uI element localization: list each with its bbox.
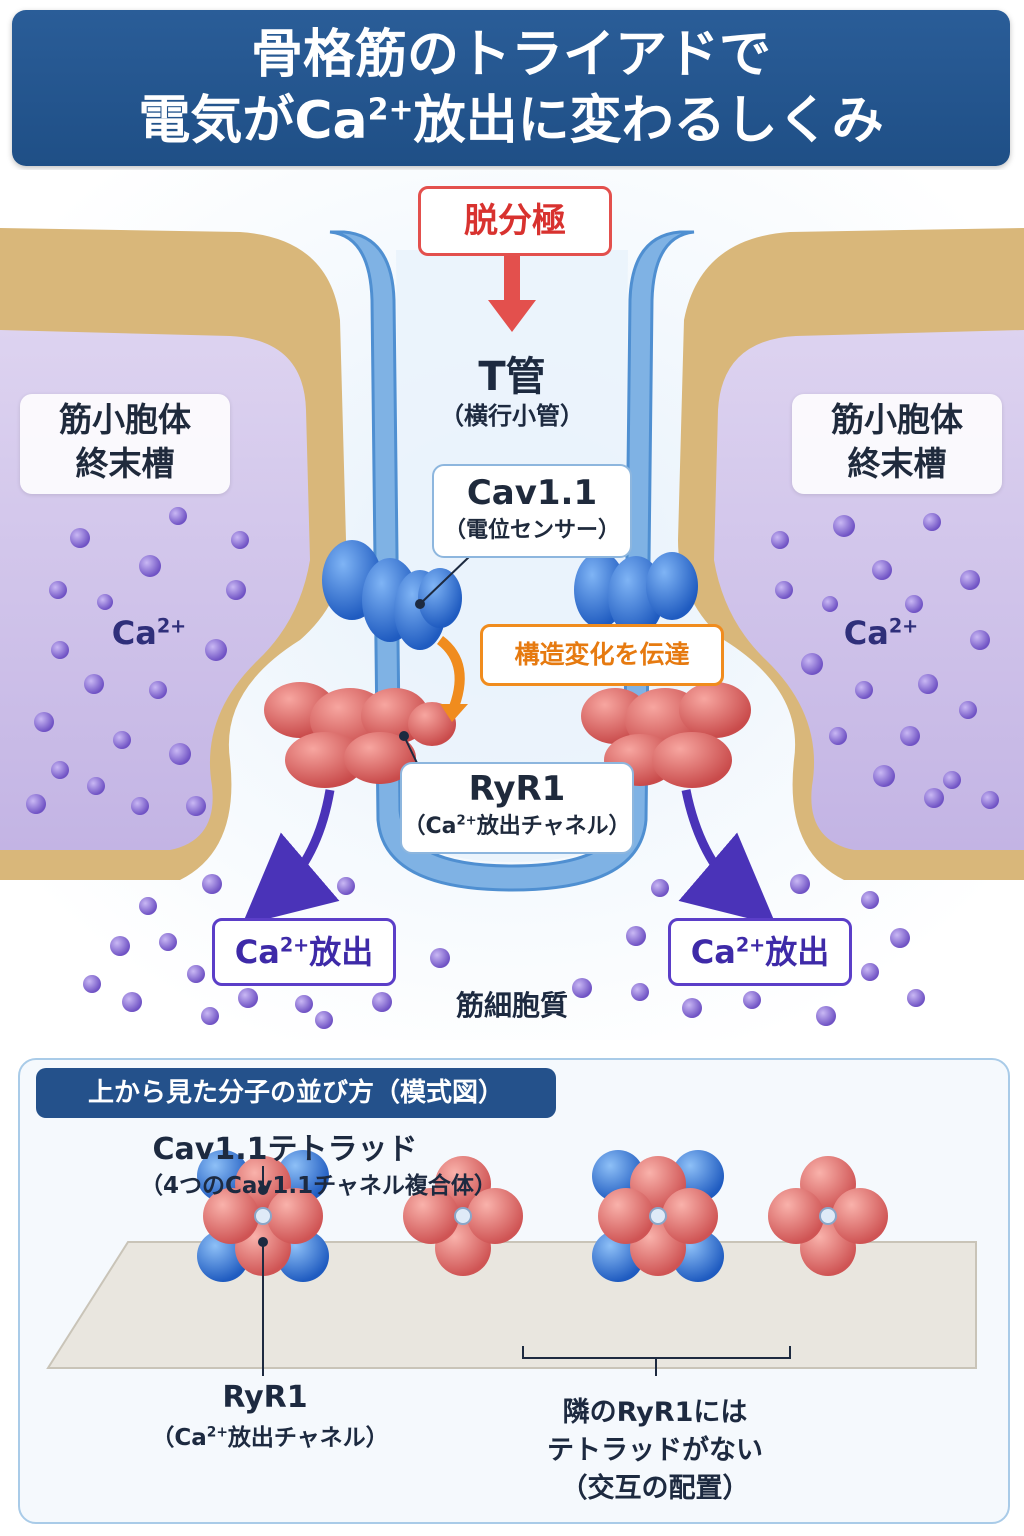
t-tubule-title: T管 [478, 354, 546, 400]
cytoplasm-label: 筋細胞質 [455, 989, 568, 1022]
ca-label-right: Ca2+ [843, 614, 919, 652]
ryr-title: RyR1 [468, 769, 566, 809]
tetrad-pointer-dot [258, 1185, 268, 1195]
release-arrow-right [678, 789, 777, 926]
cav-callout: Cav1.1 （電位センサー） [432, 464, 632, 558]
title-line-1: 骨格筋のトライアドで [250, 25, 771, 85]
note-line1: 隣のRyR1には [562, 1397, 748, 1428]
tetrad-title: Cav1.1テトラッド [152, 1132, 418, 1167]
ryr-pointer-dot [399, 731, 409, 741]
note-bracket [522, 1346, 791, 1376]
ryr-bottom-pointer-dot [258, 1237, 268, 1247]
cav-pointer-dot [415, 599, 425, 609]
bottom-ryr-subtitle: （Ca2+放出チャネル） [151, 1424, 389, 1451]
ryr-callout: RyR1 （Ca2+放出チャネル） [400, 762, 634, 854]
transmit-arrow-head [440, 704, 468, 722]
ryr-only-unit-2 [768, 1156, 888, 1276]
transmit-arrow [436, 636, 465, 714]
sr-left-label: 筋小胞体 終末槽 [20, 394, 230, 494]
top-view-header: 上から見た分子の並び方（模式図） [36, 1068, 556, 1118]
cav-cluster-left [322, 540, 462, 650]
top-view-diagram [46, 1150, 977, 1376]
release-label-right: Ca2+放出 [668, 918, 852, 986]
bottom-ryr-title: RyR1 [222, 1380, 308, 1415]
t-tubule-subtitle: （横行小管） [440, 402, 584, 430]
sr-right-line1: 筋小胞体 [831, 400, 963, 439]
sr-left-line1: 筋小胞体 [59, 400, 191, 439]
title-banner: 骨格筋のトライアドで 電気がCa2+放出に変わるしくみ [12, 10, 1010, 166]
triad-diagram [0, 170, 1024, 1040]
transmit-label: 構造変化を伝達 [480, 624, 724, 686]
ca-ions-left [26, 507, 249, 816]
ryr-subtitle: （Ca2+放出チャネル） [403, 813, 631, 839]
tetrad-unit-2 [592, 1150, 724, 1282]
ryr-cluster-left [264, 682, 456, 788]
ca-ions-cytoplasm [83, 874, 925, 1029]
sr-right-line2: 終末槽 [847, 444, 947, 483]
title-line-2: 電気がCa2+放出に変わるしくみ [138, 91, 884, 151]
depolarization-label: 脱分極 [418, 186, 612, 256]
sr-right-label: 筋小胞体 終末槽 [792, 394, 1002, 494]
cav-title: Cav1.1 [466, 473, 598, 513]
cav-cluster-right [574, 552, 698, 636]
ca-label-left: Ca2+ [111, 614, 187, 652]
ca-ions-right [771, 513, 999, 809]
alternation-note: 隣のRyR1には テトラッドがない （交互の配置） [520, 1394, 790, 1508]
sr-left-line2: 終末槽 [75, 444, 175, 483]
tetrad-subtitle: （4つのCav1.1チャネル複合体） [140, 1173, 497, 1199]
release-arrow-left [241, 789, 340, 926]
note-line2: テトラッドがない [547, 1435, 763, 1466]
release-label-left: Ca2+放出 [212, 918, 396, 986]
cav-pointer [419, 555, 471, 605]
note-line3: （交互の配置） [560, 1473, 750, 1504]
ryr-only-unit-1 [403, 1156, 523, 1276]
depolarization-arrow [488, 256, 536, 332]
cav-subtitle: （電位センサー） [443, 518, 620, 543]
